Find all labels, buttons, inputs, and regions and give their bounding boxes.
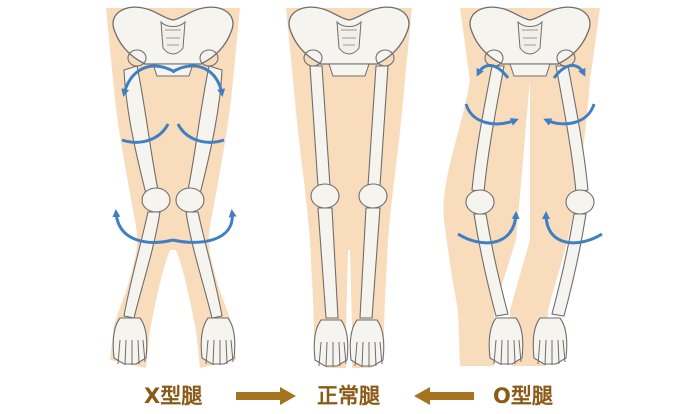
x-legs-knee-arrow-left (112, 209, 174, 244)
o-legs-left-knee (465, 189, 495, 215)
x-legs-knee-arrow-right (172, 209, 237, 244)
o-legs-hip-arrow-right (552, 64, 586, 79)
o-legs-left-foot (488, 317, 524, 366)
x-legs-hip-arrow-right (171, 64, 226, 97)
normal-legs-figure (286, 6, 412, 368)
x-legs-figure (106, 6, 240, 368)
x-legs-right-shin (185, 211, 223, 319)
o-legs-skin (443, 8, 600, 366)
x-legs-thigh-arrow-left (121, 123, 170, 144)
o-legs-shin-arrow-right (542, 211, 603, 245)
normal-legs-left-shin (317, 207, 339, 319)
x-legs-hip-arrow-left (121, 64, 176, 97)
normal-legs-left-foot (313, 319, 349, 368)
o-legs-thigh-arrow-left (464, 103, 519, 126)
label-x-legs: X型腿 (144, 384, 203, 408)
x-legs-left-foot (112, 317, 148, 366)
x-legs-thigh-arrow-right (176, 123, 225, 144)
arrow-o-to-normal (414, 387, 474, 405)
o-legs-shin-arrow-left (457, 211, 520, 245)
o-legs-right-foot (532, 317, 568, 366)
o-legs-figure (443, 6, 603, 366)
o-legs-hip-arrow-left (476, 64, 510, 79)
o-legs-right-femur (555, 65, 589, 193)
label-o-legs: O型腿 (493, 384, 553, 408)
normal-legs-right-shin (359, 207, 381, 319)
x-legs-right-knee (175, 187, 205, 213)
x-legs-left-knee (141, 187, 171, 213)
normal-legs-right-foot (349, 319, 385, 368)
label-normal-legs: 正常腿 (317, 384, 380, 408)
o-legs-right-knee (565, 189, 595, 215)
normal-legs-right-knee (358, 183, 388, 209)
x-legs-right-foot (200, 317, 236, 366)
arrow-x-to-normal (236, 387, 296, 405)
o-legs-left-shin (473, 213, 509, 317)
o-legs-thigh-arrow-right (543, 103, 596, 126)
normal-legs-left-knee (310, 183, 340, 209)
